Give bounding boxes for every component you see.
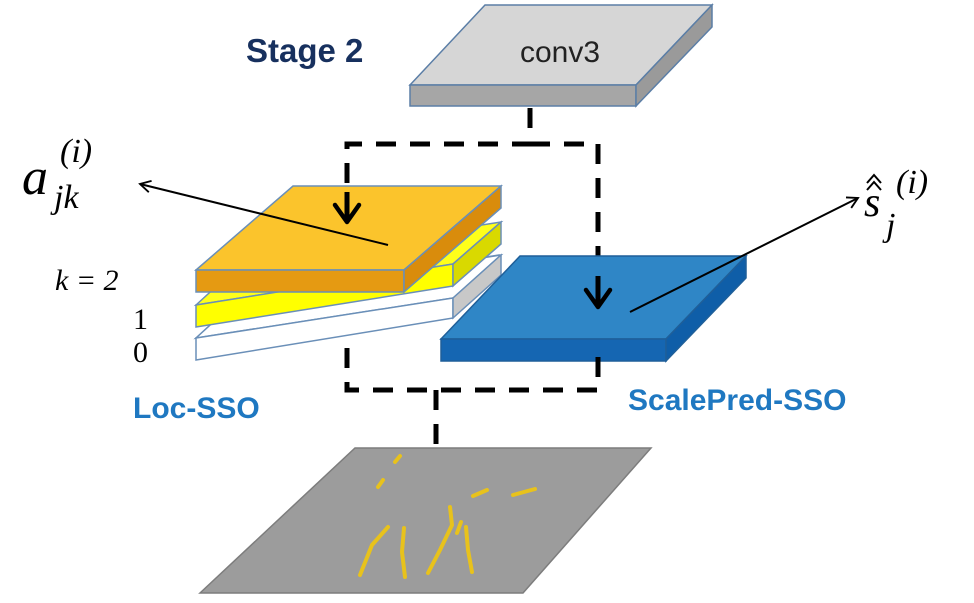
conv3-side-face — [635, 3, 713, 108]
loc-layer-k2 — [193, 184, 504, 294]
k-label-1: 1 — [133, 303, 148, 336]
s-j-label: s (i) j — [864, 164, 928, 244]
conv3-label: conv3 — [520, 36, 600, 69]
output-plane — [198, 447, 653, 594]
dashed-connectors-top — [344, 108, 601, 290]
skeleton-stroke — [376, 478, 385, 489]
conv3-front-face — [409, 84, 637, 107]
a-subscript: jk — [50, 179, 79, 216]
skeleton-stroke — [399, 526, 407, 579]
arrowhead-into-loc — [332, 202, 362, 225]
scalepred-side-face — [665, 254, 747, 363]
annotation-arrows — [138, 179, 860, 313]
skeleton-stroke — [393, 454, 402, 464]
conv3-layer: conv3 — [408, 3, 714, 108]
skeleton-stroke — [464, 525, 474, 574]
stage-title: Stage 2 — [246, 32, 363, 69]
arrow-stems — [344, 192, 601, 305]
loc-sso-label: Loc-SSO — [133, 392, 260, 425]
skeleton-stroke — [511, 487, 537, 497]
arrowhead-into-scale — [583, 287, 613, 310]
k-label-2: k = 2 — [55, 264, 119, 297]
dashed-path-to-loc — [344, 108, 533, 192]
skeleton-stroke — [426, 505, 455, 575]
a-superscript: (i) — [60, 133, 92, 170]
hat-mark — [866, 180, 882, 191]
skeleton-stroke — [358, 525, 390, 577]
k2-front-face — [195, 269, 405, 293]
skeleton-stroke — [455, 520, 463, 535]
scalepred-front-face — [440, 338, 667, 362]
k-labels: k = 2 1 0 — [55, 264, 148, 369]
s-subscript: j — [882, 207, 895, 244]
s-symbol: s — [864, 180, 880, 226]
hat-mark — [866, 173, 882, 184]
scalepred-sso-label: ScalePred-SSO — [628, 384, 846, 417]
dashed-path-to-scale — [530, 141, 601, 290]
a-symbol: a — [22, 149, 48, 206]
dashed-merge-path — [344, 345, 601, 393]
arrow-to-a-symbol — [138, 179, 389, 246]
output-map — [198, 447, 653, 594]
a-jk-label: a (i) jk — [22, 133, 92, 216]
skeleton-stroke — [471, 488, 489, 498]
k-label-0: 0 — [133, 336, 148, 369]
k1-side-face — [452, 220, 502, 288]
s-superscript: (i) — [896, 164, 928, 201]
arrow-to-s-symbol — [629, 196, 860, 313]
skeleton-strokes — [358, 454, 537, 579]
k2-side-face — [403, 184, 502, 294]
